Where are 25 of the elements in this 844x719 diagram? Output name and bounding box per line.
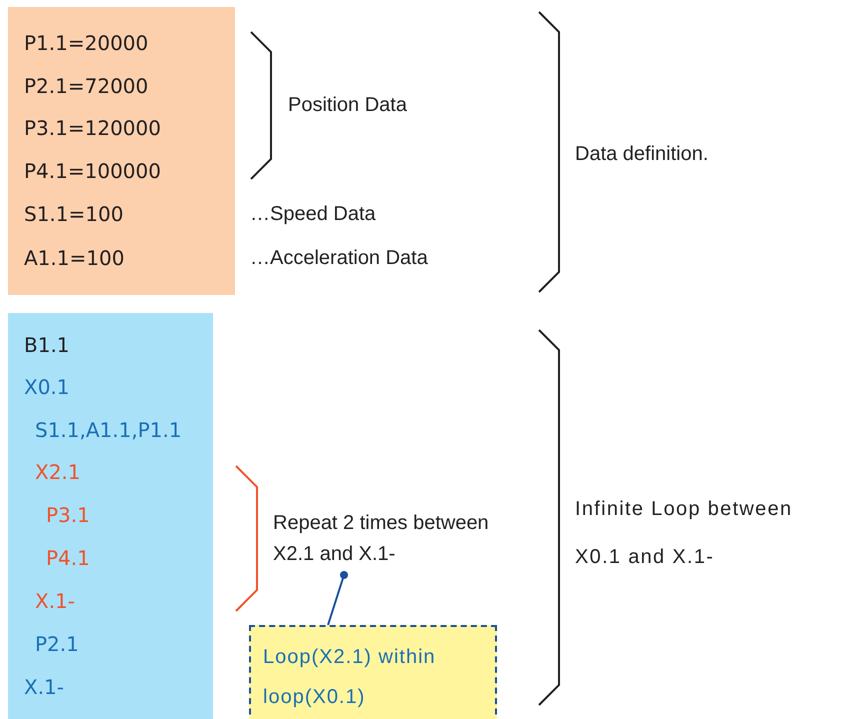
annotation-text: …Speed Data — [250, 202, 376, 227]
code-line: P4.1=100000 — [24, 159, 161, 183]
code-line: S1.1,A1.1,P1.1 — [35, 418, 182, 442]
annotation-text: Data definition. — [575, 142, 708, 167]
leader-line — [327, 571, 348, 626]
code-panel — [8, 7, 235, 295]
code-line: A1.1=100 — [24, 246, 124, 270]
code-line: X2.1 — [35, 460, 81, 484]
code-line: X.1- — [24, 675, 64, 699]
code-line: X0.1 — [24, 375, 70, 399]
annotation-text: Infinite Loop between X0.1 and X.1- — [575, 497, 794, 570]
code-line: P4.1 — [46, 546, 90, 570]
code-line: P2.1 — [35, 632, 79, 656]
code-line: P3.1=120000 — [24, 116, 161, 140]
code-line: P2.1=72000 — [24, 74, 148, 98]
code-line: B1.1 — [24, 333, 70, 357]
annotation-text: Repeat 2 times between X2.1 and X.1- — [273, 508, 533, 570]
code-line: P1.1=20000 — [24, 31, 148, 55]
annotation-text: …Acceleration Data — [250, 246, 428, 271]
code-line: X.1- — [35, 589, 75, 613]
code-line: S1.1=100 — [24, 202, 124, 226]
note-box: Loop(X2.1) within loop(X0.1) — [249, 625, 497, 719]
code-line: P3.1 — [46, 503, 90, 527]
code-panel — [8, 313, 213, 719]
annotation-text: Position Data — [288, 93, 407, 118]
